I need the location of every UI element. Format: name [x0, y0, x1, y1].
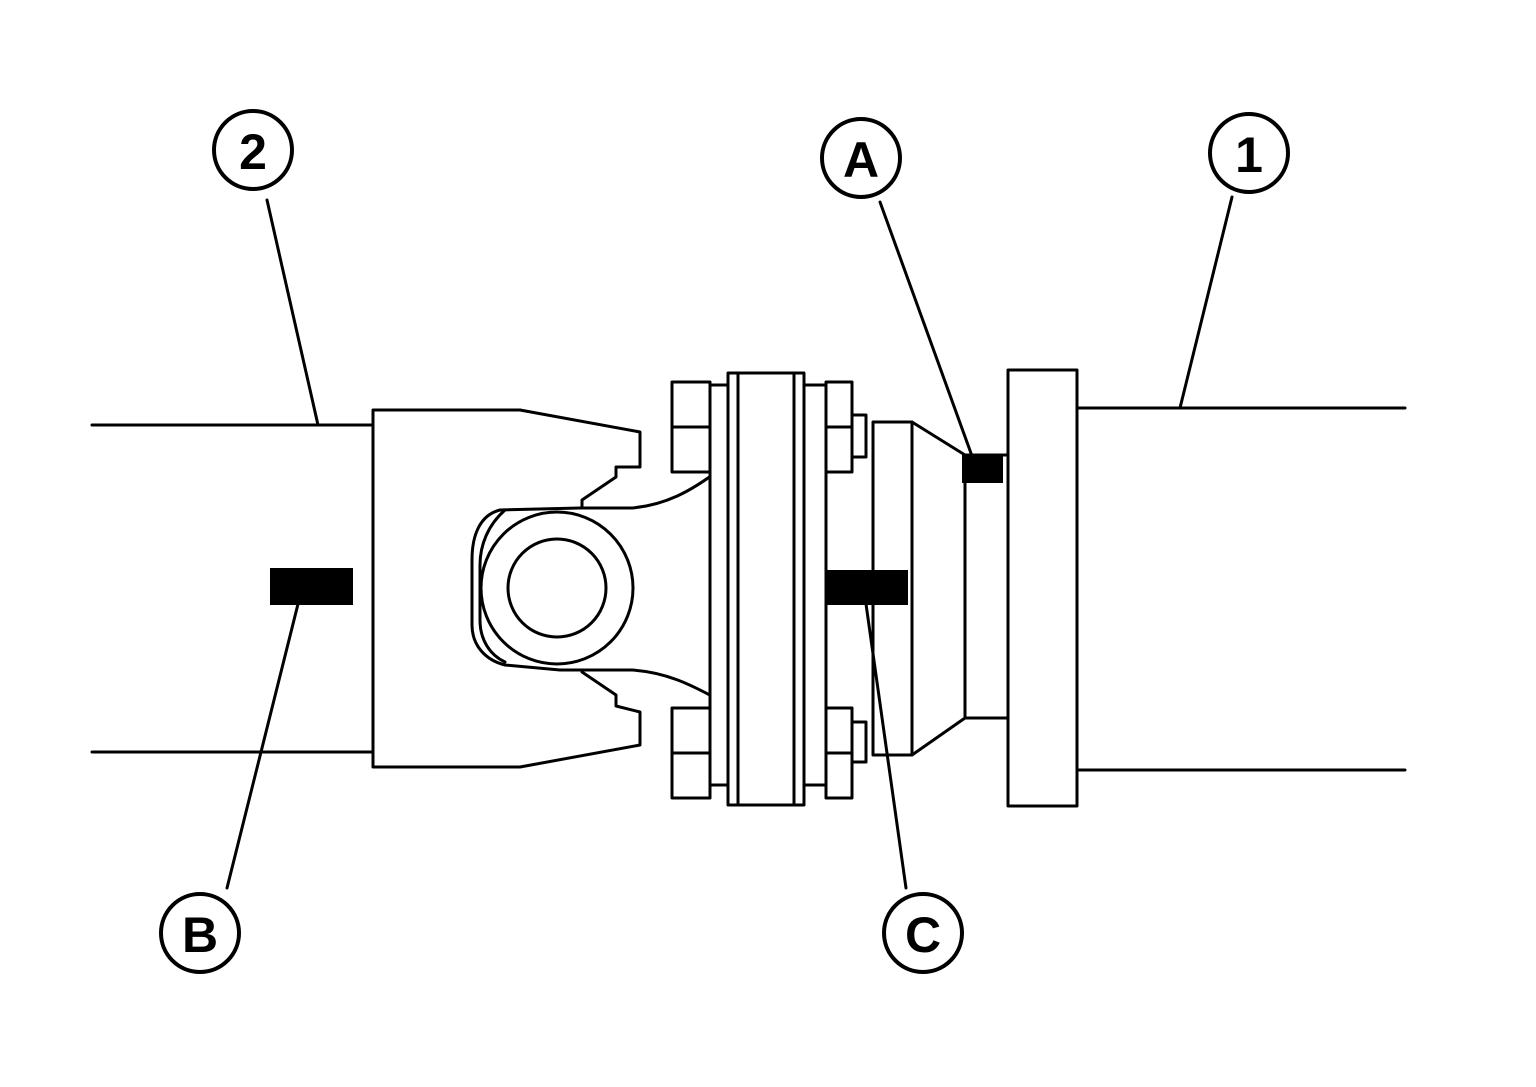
callout-part-1: 1 [1208, 112, 1290, 194]
bolt-stub-top [850, 413, 868, 459]
alignment-mark-a [962, 455, 1003, 483]
callout-mark-c: C [882, 892, 964, 974]
callout-part-2-label: 2 [239, 124, 267, 180]
bolt-top-right [824, 380, 854, 474]
bolt-bottom-right [824, 706, 854, 800]
callout-mark-b-label: B [182, 907, 218, 963]
bolt-top-left [670, 380, 712, 474]
callout-mark-c-label: C [905, 907, 941, 963]
leader-mark-c [864, 602, 908, 890]
universal-joint [470, 468, 721, 702]
callout-mark-b: B [159, 892, 241, 974]
leader-part-2 [265, 198, 320, 427]
callout-part-2: 2 [212, 109, 294, 191]
shaft-2 [90, 423, 375, 754]
callout-mark-a: A [820, 117, 902, 199]
shaft-1 [1076, 406, 1407, 772]
leader-part-1 [1178, 195, 1234, 410]
center-flange [708, 371, 828, 807]
alignment-mark-c [826, 570, 908, 605]
callout-part-1-label: 1 [1235, 127, 1263, 183]
bearing-cap-inner [506, 537, 608, 639]
leader-mark-b [225, 602, 300, 890]
alignment-mark-b [270, 568, 353, 605]
bolt-stub-bottom [850, 720, 868, 764]
leader-mark-a [878, 200, 974, 458]
callout-mark-a-label: A [843, 132, 879, 188]
bolt-bottom-left [670, 706, 712, 800]
companion-flange [1006, 368, 1079, 808]
